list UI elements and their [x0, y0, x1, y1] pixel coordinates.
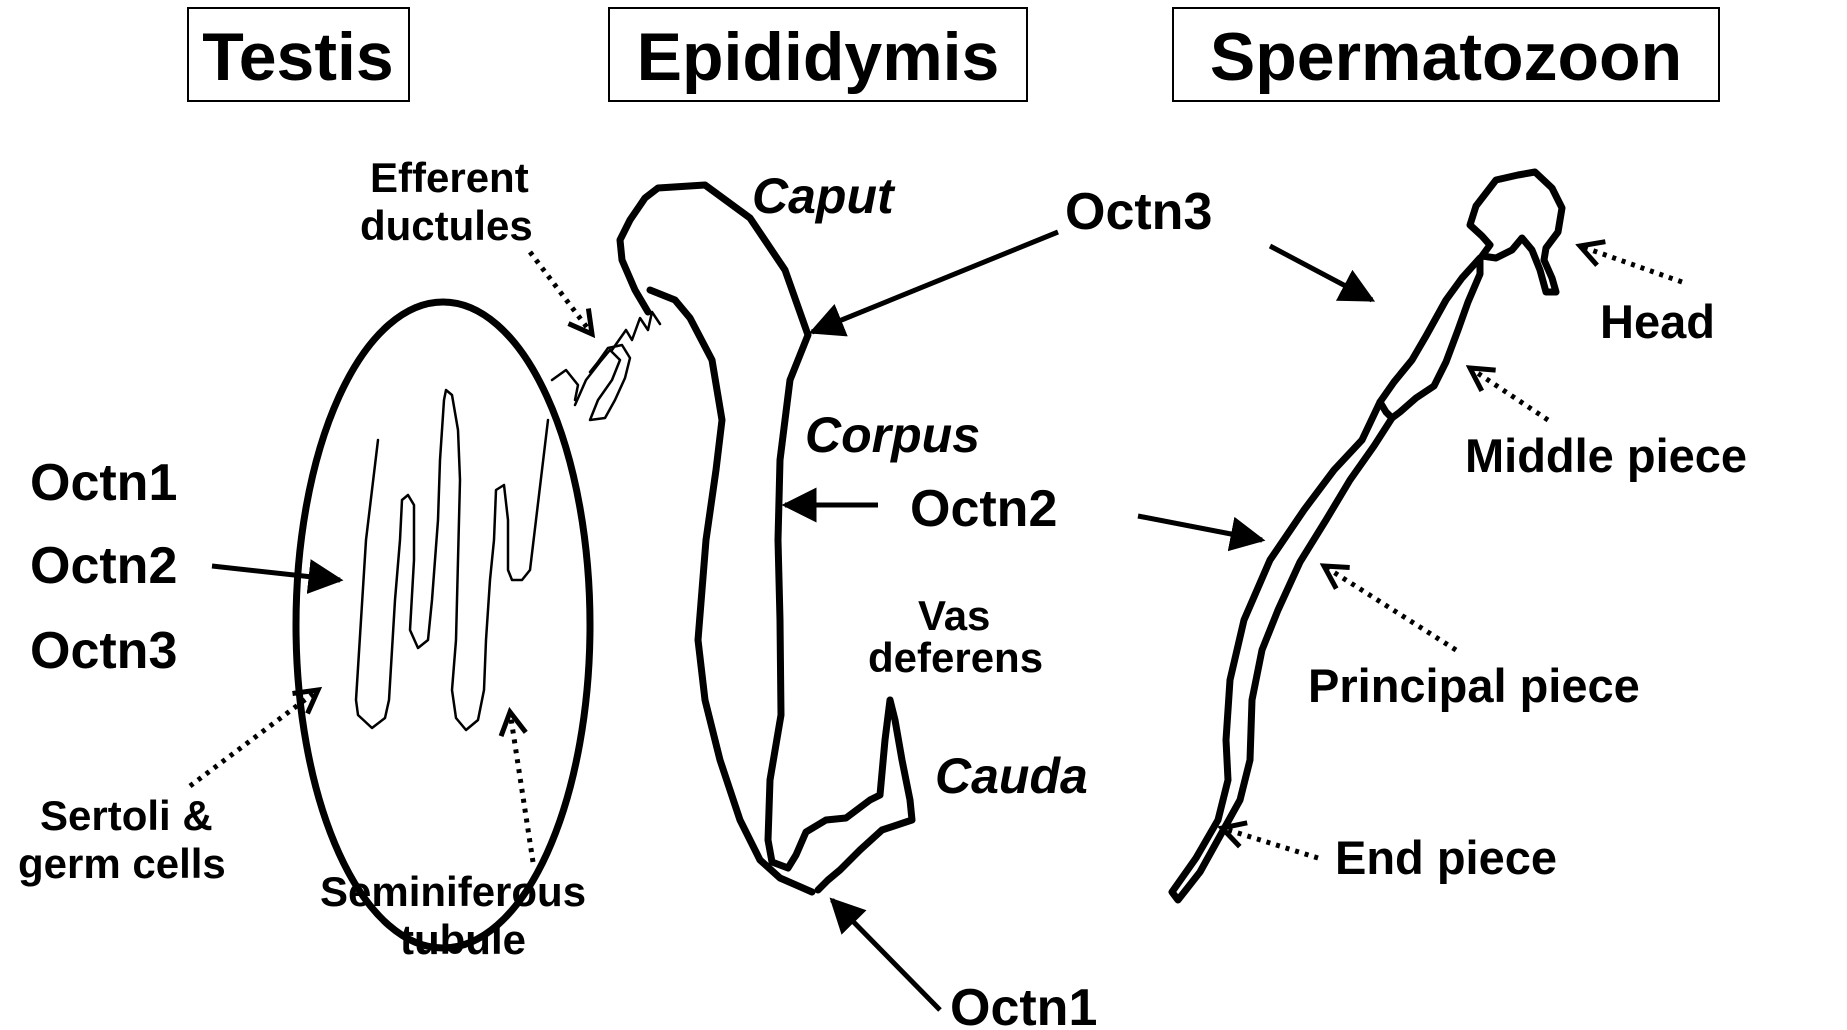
vas-deferens-label-line2: deferens: [868, 634, 1043, 681]
sperm-middle-piece-shape: [1380, 258, 1480, 418]
sperm-end-piece-pointer-arrow: [1222, 828, 1318, 858]
sperm-tail-shape: [1172, 402, 1392, 900]
epididymis-title: Epididymis: [637, 19, 1000, 95]
efferent-label-line2: ductules: [360, 202, 533, 249]
efferent-pointer-arrow: [530, 252, 592, 334]
sperm-middle-piece-pointer-arrow: [1470, 368, 1548, 420]
testis-title: Testis: [202, 19, 393, 95]
octn1-label: Octn1: [950, 979, 1097, 1030]
sperm-head-pointer-arrow: [1580, 246, 1682, 282]
testis-octn-arrow: [212, 566, 340, 580]
seminiferous-label-line1: Seminiferous: [320, 868, 586, 915]
efferent-ductules-shape: [575, 312, 660, 420]
spermatozoon-title-box: Spermatozoon: [1173, 8, 1719, 101]
testis-drawing: [296, 302, 660, 948]
octn2-label: Octn2: [910, 480, 1057, 538]
rete-connection: [552, 370, 578, 400]
seminiferous-pointer-arrow: [510, 712, 533, 862]
sperm-middle-piece-label: Middle piece: [1465, 429, 1747, 482]
sperm-head-shape: [1470, 172, 1562, 292]
epididymis-title-box: Epididymis: [609, 8, 1027, 101]
seminiferous-label-line2: tubule: [400, 916, 526, 963]
sperm-end-piece-label: End piece: [1335, 831, 1557, 884]
epididymis-shape: [620, 185, 912, 892]
testis-octn1: Octn1: [30, 454, 177, 512]
vas-deferens-label-line1: Vas: [918, 592, 990, 639]
octn2-spermatozoon-arrow: [1138, 516, 1262, 540]
octn3-spermatozoon-arrow: [1270, 246, 1372, 300]
octn3-epididymis-arrow: [812, 232, 1058, 332]
octn3-label: Octn3: [1065, 183, 1212, 241]
testis-octn2: Octn2: [30, 537, 177, 595]
sperm-head-label: Head: [1600, 295, 1715, 348]
sperm-principal-piece-label: Principal piece: [1308, 659, 1640, 712]
sertoli-label-line2: germ cells: [18, 840, 226, 887]
octn1-epididymis-arrow: [832, 900, 940, 1010]
epididymis-cauda-label: Cauda: [935, 748, 1088, 804]
testis-title-box: Testis: [188, 8, 409, 101]
sertoli-label-line1: Sertoli &: [40, 792, 213, 839]
epididymis-caput-label: Caput: [752, 168, 896, 224]
epididymis-corpus-label: Corpus: [805, 407, 980, 463]
efferent-label-line1: Efferent: [370, 154, 529, 201]
seminiferous-tubule-shape: [356, 390, 548, 730]
spermatozoon-title: Spermatozoon: [1210, 19, 1682, 95]
sperm-principal-piece-pointer-arrow: [1324, 566, 1456, 650]
testis-octn3: Octn3: [30, 622, 177, 680]
